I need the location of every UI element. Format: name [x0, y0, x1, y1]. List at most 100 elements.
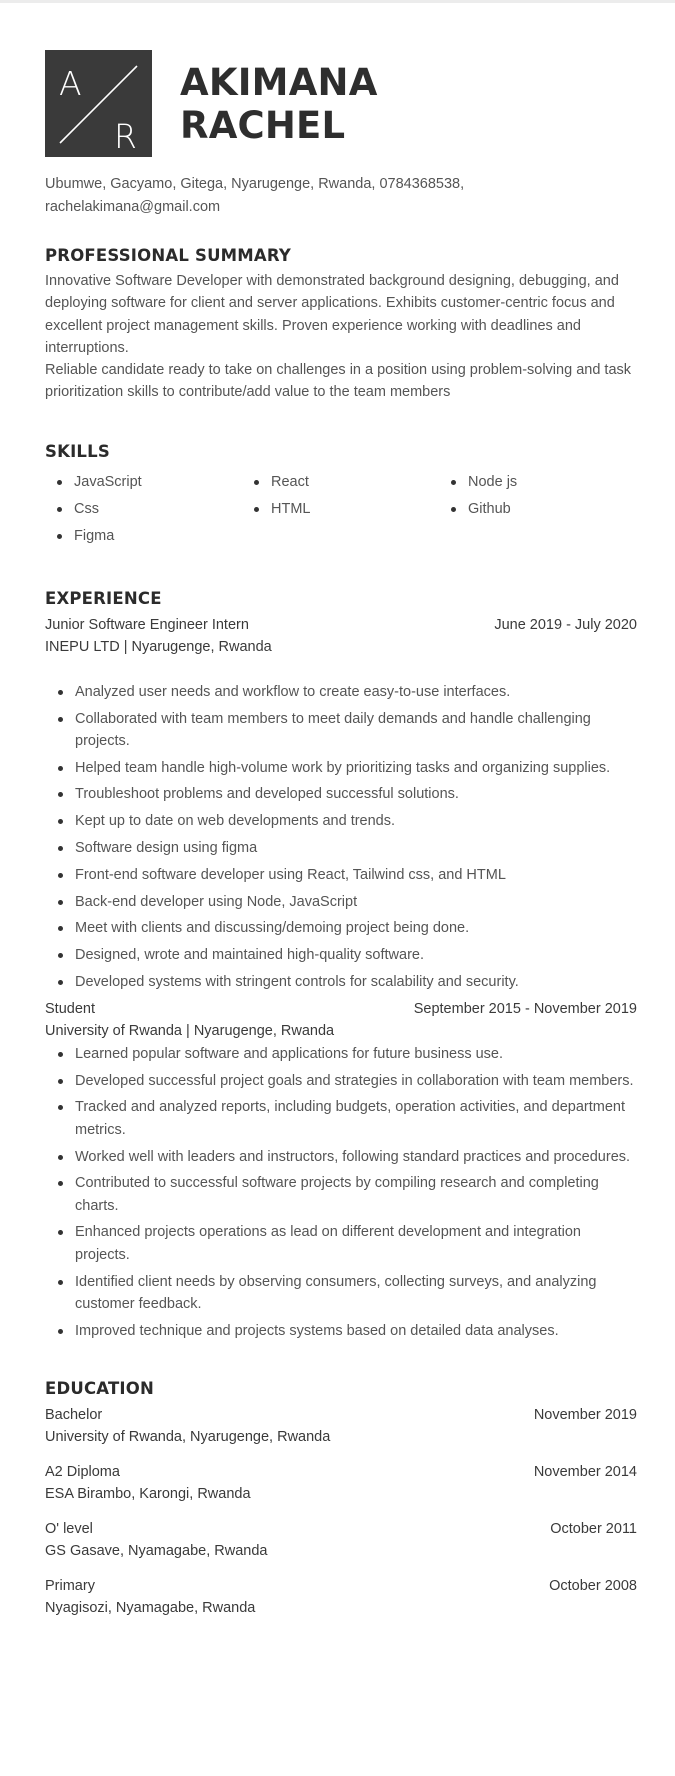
duty-text: Developed successful project goals and s… — [75, 1072, 634, 1089]
duty-text: Software design using figma — [75, 840, 258, 857]
education-header-row: Primary October 2008 — [45, 1575, 637, 1598]
job-organization: INEPU LTD | Nyarugenge, Rwanda — [45, 639, 272, 656]
bullet-icon — [254, 479, 259, 485]
job-duties-list: Learned popular software and application… — [45, 1043, 637, 1342]
education-entry: A2 Diploma November 2014 ESA Birambo, Ka… — [45, 1461, 637, 1506]
job-header-row: Student September 2015 - November 2019 — [45, 998, 637, 1021]
skill-item: Github — [439, 496, 637, 523]
duty-item: Learned popular software and application… — [45, 1043, 637, 1065]
education-header-row: Bachelor November 2019 — [45, 1404, 637, 1427]
bullet-icon — [58, 1328, 63, 1334]
education-degree: O' level — [45, 1520, 93, 1537]
summary-heading: PROFESSIONAL SUMMARY — [45, 246, 292, 265]
education-school: Nyagisozi, Nyamagabe, Rwanda — [45, 1600, 256, 1617]
duty-text: Designed, wrote and maintained high-qual… — [75, 947, 425, 964]
job-role: Junior Software Engineer Intern — [45, 616, 249, 633]
bullet-icon — [58, 926, 63, 932]
education-section: EDUCATION Bachelor November 2019 Univers… — [45, 1378, 637, 1620]
duty-text: Collaborated with team members to meet d… — [75, 710, 591, 749]
job-dates: June 2019 - July 2020 — [494, 616, 637, 633]
monogram-slash — [59, 65, 138, 144]
skill-item: Figma — [45, 523, 242, 550]
duty-item: Enhanced projects operations as lead on … — [45, 1221, 637, 1266]
education-date: November 2019 — [533, 1406, 637, 1423]
contact-email[interactable]: rachelakimana@gmail.com — [45, 199, 221, 215]
duty-item: Designed, wrote and maintained high-qual… — [45, 944, 637, 966]
contact-info: Ubumwe, Gacyamo, Gitega, Nyarugenge, Rwa… — [45, 173, 637, 219]
job-header-row: Junior Software Engineer Intern June 201… — [45, 614, 637, 637]
monogram-svg: A R — [59, 64, 138, 156]
education-degree: A2 Diploma — [45, 1463, 120, 1480]
bullet-icon — [57, 506, 62, 512]
duty-item: Improved technique and projects systems … — [45, 1320, 637, 1342]
job-role: Student — [45, 1000, 95, 1017]
duty-item: Worked well with leaders and instructors… — [45, 1146, 637, 1168]
skill-label: HTML — [271, 500, 311, 517]
duty-item: Analyzed user needs and workflow to crea… — [45, 681, 637, 703]
skills-list: JavaScript React Node js Css HTML Github… — [45, 469, 637, 550]
bullet-icon — [58, 872, 63, 878]
education-entry: Bachelor November 2019 University of Rwa… — [45, 1404, 637, 1449]
skill-label: Css — [74, 500, 99, 517]
education-school: University of Rwanda, Nyarugenge, Rwanda — [45, 1429, 331, 1446]
education-heading: EDUCATION — [45, 1378, 154, 1398]
skill-item: JavaScript — [45, 469, 242, 496]
bullet-icon — [451, 506, 456, 512]
resume-page: A R AKIMANA RACHEL Ubumwe, Gacyamo, Gite… — [45, 50, 637, 1620]
duty-item: Front-end software developer using React… — [45, 864, 637, 886]
education-entry: O' level October 2011 GS Gasave, Nyamaga… — [45, 1518, 637, 1563]
job-entry: Student September 2015 - November 2019 U… — [45, 998, 637, 1342]
job-duties-list: Analyzed user needs and workflow to crea… — [45, 681, 637, 994]
duty-item: Kept up to date on web developments and … — [45, 810, 637, 832]
duty-text: Developed systems with stringent control… — [75, 974, 519, 991]
bullet-icon — [58, 1181, 63, 1187]
monogram-letter-left: A — [59, 64, 82, 103]
education-school: GS Gasave, Nyamagabe, Rwanda — [45, 1543, 268, 1560]
duty-text: Back-end developer using Node, JavaScrip… — [75, 893, 358, 910]
skill-label: Github — [468, 500, 511, 517]
skill-label: Node js — [468, 473, 518, 490]
experience-section: EXPERIENCE Junior Software Engineer Inte… — [45, 588, 637, 1342]
education-entry: Primary October 2008 Nyagisozi, Nyamagab… — [45, 1575, 637, 1620]
bullet-icon — [58, 1154, 63, 1160]
monogram-letter-right: R — [114, 117, 137, 156]
resume-header: A R AKIMANA RACHEL — [45, 50, 637, 157]
bullet-icon — [58, 1078, 63, 1084]
duty-item: Meet with clients and discussing/demoing… — [45, 917, 637, 939]
duty-item: Software design using figma — [45, 837, 637, 859]
duty-text: Front-end software developer using React… — [75, 866, 506, 883]
skill-label: JavaScript — [74, 473, 142, 490]
summary-paragraph: Reliable candidate ready to take on chal… — [45, 362, 632, 401]
contact-address-phone: Ubumwe, Gacyamo, Gitega, Nyarugenge, Rwa… — [45, 176, 465, 192]
bullet-icon — [58, 1279, 63, 1285]
bullet-icon — [58, 819, 63, 825]
bullet-icon — [58, 689, 63, 695]
duty-text: Enhanced projects operations as lead on … — [75, 1224, 581, 1263]
duty-item: Helped team handle high-volume work by p… — [45, 757, 637, 779]
duty-item: Tracked and analyzed reports, including … — [45, 1096, 637, 1141]
bullet-icon — [58, 716, 63, 722]
bullet-icon — [58, 1051, 63, 1057]
bullet-icon — [57, 533, 62, 539]
skill-label: React — [271, 473, 309, 490]
skill-item: Node js — [439, 469, 637, 496]
skill-item: React — [242, 469, 439, 496]
duty-text: Kept up to date on web developments and … — [75, 813, 396, 830]
duty-item: Developed systems with stringent control… — [45, 971, 637, 993]
skill-label: Figma — [74, 527, 115, 544]
candidate-name: AKIMANA RACHEL — [180, 61, 378, 147]
duty-text: Identified client needs by observing con… — [75, 1273, 597, 1312]
bullet-icon — [57, 479, 62, 485]
duty-text: Tracked and analyzed reports, including … — [75, 1099, 625, 1138]
duty-item: Contributed to successful software proje… — [45, 1172, 637, 1217]
duty-item: Collaborated with team members to meet d… — [45, 708, 637, 753]
skills-heading: SKILLS — [45, 441, 110, 461]
duty-item: Back-end developer using Node, JavaScrip… — [45, 891, 637, 913]
bullet-icon — [58, 899, 63, 905]
duty-text: Worked well with leaders and instructors… — [75, 1148, 631, 1165]
summary-section: PROFESSIONAL SUMMARY Innovative Software… — [45, 245, 637, 404]
duty-text: Improved technique and projects systems … — [75, 1322, 559, 1339]
education-degree: Bachelor — [45, 1406, 103, 1423]
duty-item: Troubleshoot problems and developed succ… — [45, 783, 637, 805]
skill-item: HTML — [242, 496, 439, 523]
